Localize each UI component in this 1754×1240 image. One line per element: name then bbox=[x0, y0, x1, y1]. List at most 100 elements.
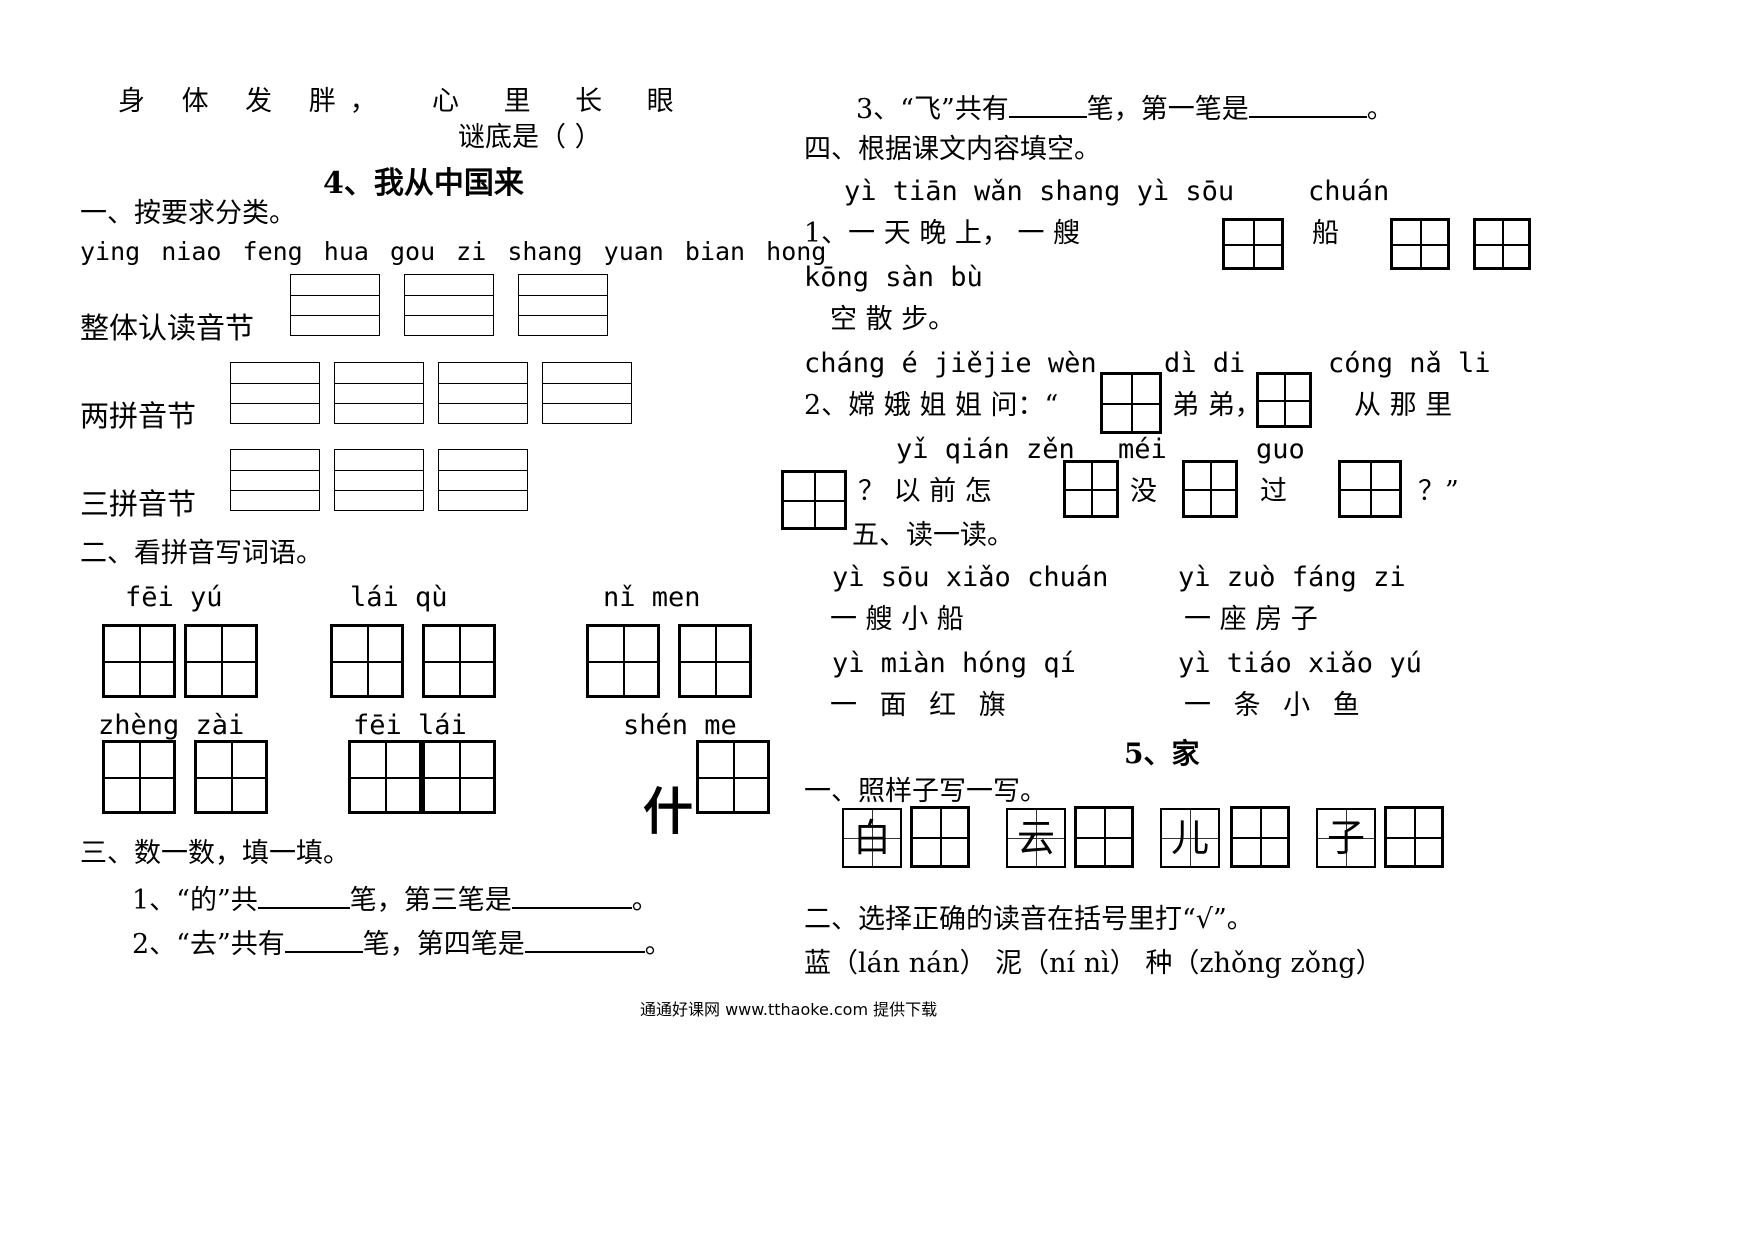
tianzige-box[interactable] bbox=[194, 740, 268, 814]
tianzige-box[interactable] bbox=[586, 624, 660, 698]
lesson5-sec2-items: 蓝（lán nán） 泥（ní nì） 种（zhǒng zǒng） bbox=[804, 948, 1383, 979]
liangpin-box-4[interactable] bbox=[542, 362, 632, 424]
sec1-heading: 一、按要求分类。 bbox=[80, 198, 296, 229]
blank[interactable] bbox=[257, 881, 350, 909]
sec2-pinyin-3: nǐ men bbox=[603, 582, 701, 613]
zhengti-box-3[interactable] bbox=[518, 274, 608, 336]
sec4-pinyin-2: kōng sàn bù bbox=[804, 262, 983, 293]
sec2-pinyin-4: zhèng zài bbox=[98, 710, 245, 741]
tianzige-box[interactable] bbox=[1473, 218, 1531, 270]
sample-character: 儿 bbox=[1170, 816, 1209, 860]
sec4-hanzi-3b: 弟 弟， bbox=[1172, 390, 1262, 421]
blank[interactable] bbox=[284, 925, 363, 953]
lesson4-title: 4、我从中国来 bbox=[323, 166, 524, 201]
sample-character: 白 bbox=[852, 816, 891, 860]
tianzige-box[interactable] bbox=[422, 740, 496, 814]
sample-box bbox=[1316, 808, 1376, 868]
sec4-hanzi-4d: ？” bbox=[1418, 476, 1459, 507]
blank[interactable] bbox=[1008, 90, 1087, 118]
tianzige-box[interactable] bbox=[1230, 806, 1290, 868]
sec5-heading: 五、读一读。 bbox=[852, 520, 1014, 551]
sanpin-box-3[interactable] bbox=[438, 449, 528, 511]
tianzige-box[interactable] bbox=[678, 624, 752, 698]
tianzige-box[interactable] bbox=[1338, 460, 1402, 518]
sec4-pinyin-4c: guo bbox=[1256, 434, 1305, 465]
liangpin-box-2[interactable] bbox=[334, 362, 424, 424]
tianzige-box[interactable] bbox=[781, 470, 847, 530]
lesson5-title: 5、家 bbox=[1124, 737, 1200, 770]
tianzige-box[interactable] bbox=[1063, 460, 1119, 518]
zhengti-box-1[interactable] bbox=[290, 274, 380, 336]
riddle-line2: 心 里 长 眼 bbox=[432, 86, 692, 117]
tianzige-box[interactable] bbox=[102, 740, 176, 814]
sanpin-box-1[interactable] bbox=[230, 449, 320, 511]
tianzige-box[interactable] bbox=[184, 624, 258, 698]
sanpin-label: 三拼音节 bbox=[80, 487, 197, 521]
zhengti-label: 整体认读音节 bbox=[80, 311, 255, 345]
sec5-hanzi-2b: 一 条 小 鱼 bbox=[1184, 690, 1360, 721]
sec4-hanzi-1: 1、一 天 晚 上， 一 艘 bbox=[804, 218, 1081, 249]
sec5-hanzi-2: 一 面 红 旗 bbox=[830, 690, 1006, 721]
sec4-heading: 四、根据课文内容填空。 bbox=[804, 134, 1101, 165]
tianzige-box[interactable] bbox=[1222, 218, 1284, 270]
sec5-pinyin-1: yì sōu xiǎo chuán bbox=[832, 562, 1109, 593]
sec2-pinyin-5: fēi lái bbox=[353, 710, 467, 741]
sample-character: 云 bbox=[1016, 816, 1055, 860]
sec4-pinyin-4: yǐ qián zěn bbox=[896, 434, 1075, 465]
tianzige-box[interactable] bbox=[1074, 806, 1134, 868]
sec2-pinyin-2: lái qù bbox=[350, 582, 448, 613]
blank[interactable] bbox=[1248, 90, 1367, 118]
sec1-syllables: ying niao feng hua gou zi shang yuan bia… bbox=[80, 237, 827, 266]
sec4-pinyin-4b: méi bbox=[1118, 434, 1167, 465]
tianzige-box[interactable] bbox=[1182, 460, 1238, 518]
sec3-q3: 3、“飞”共有笔，第一笔是。 bbox=[856, 90, 1394, 126]
sec5-hanzi-1b: 一 座 房 子 bbox=[1184, 604, 1318, 635]
sec4-pinyin-3: cháng é jiějie wèn bbox=[804, 348, 1097, 379]
liangpin-box-3[interactable] bbox=[438, 362, 528, 424]
sec4-hanzi-3c: 从 那 里 bbox=[1354, 390, 1453, 421]
footer-text: 通通好课网 www.tthaoke.com 提供下载 bbox=[640, 1000, 938, 1019]
blank[interactable] bbox=[524, 925, 645, 953]
sec5-pinyin-2b: yì tiáo xiǎo yú bbox=[1178, 648, 1422, 679]
sample-box bbox=[842, 808, 902, 868]
tianzige-box[interactable] bbox=[330, 624, 404, 698]
sec2-pinyin-6: shén me bbox=[623, 710, 737, 741]
sec3-q1: 1、“的”共笔，第三笔是。 bbox=[132, 881, 659, 917]
sec5-hanzi-1: 一 艘 小 船 bbox=[830, 604, 964, 635]
sec5-pinyin-1b: yì zuò fáng zi bbox=[1178, 562, 1406, 593]
sample-character: 子 bbox=[1326, 816, 1365, 860]
sec4-hanzi-4a: ？ 以 前 怎 bbox=[858, 476, 992, 507]
zhengti-box-2[interactable] bbox=[404, 274, 494, 336]
blank[interactable] bbox=[511, 881, 632, 909]
tianzige-box[interactable] bbox=[422, 624, 496, 698]
sec4-hanzi-3: 2、嫦 娥 姐 姐 问：“ bbox=[804, 390, 1059, 421]
sample-box bbox=[1160, 808, 1220, 868]
tianzige-box[interactable] bbox=[1390, 218, 1450, 270]
sanpin-box-2[interactable] bbox=[334, 449, 424, 511]
lesson5-sec2-heading: 二、选择正确的读音在括号里打“√”。 bbox=[804, 904, 1254, 935]
sec3-q2: 2、“去”共有笔，第四笔是。 bbox=[132, 925, 672, 961]
tianzige-box[interactable] bbox=[696, 740, 770, 814]
liangpin-box-1[interactable] bbox=[230, 362, 320, 424]
riddle-answer: 谜底是（ ） bbox=[458, 122, 602, 153]
sec5-pinyin-2: yì miàn hóng qí bbox=[832, 648, 1076, 679]
sec3-heading: 三、数一数，填一填。 bbox=[80, 838, 350, 869]
tianzige-box[interactable] bbox=[1256, 372, 1312, 428]
tianzige-box[interactable] bbox=[102, 624, 176, 698]
sec4-hanzi-2: 空 散 步。 bbox=[830, 304, 956, 335]
sec4-hanzi-4b: 没 bbox=[1130, 476, 1157, 507]
tianzige-box[interactable] bbox=[348, 740, 422, 814]
sec4-pinyin-1b: chuán bbox=[1308, 176, 1390, 207]
sample-box bbox=[1006, 808, 1066, 868]
tianzige-box[interactable] bbox=[1384, 806, 1444, 868]
riddle-line1: 身 体 发 胖， bbox=[118, 86, 391, 117]
sec2-pinyin-1: fēi yú bbox=[125, 582, 223, 613]
sec2-heading: 二、看拼音写词语。 bbox=[80, 538, 323, 569]
tianzige-box[interactable] bbox=[910, 806, 970, 868]
sec4-hanzi-4c: 过 bbox=[1260, 476, 1287, 507]
sec4-pinyin-3b: dì di bbox=[1164, 348, 1246, 379]
shen-character: 什 bbox=[643, 783, 693, 841]
liangpin-label: 两拼音节 bbox=[80, 399, 197, 433]
sec4-pinyin-1: yì tiān wǎn shang yì sōu bbox=[844, 176, 1235, 207]
tianzige-box[interactable] bbox=[1100, 372, 1162, 434]
